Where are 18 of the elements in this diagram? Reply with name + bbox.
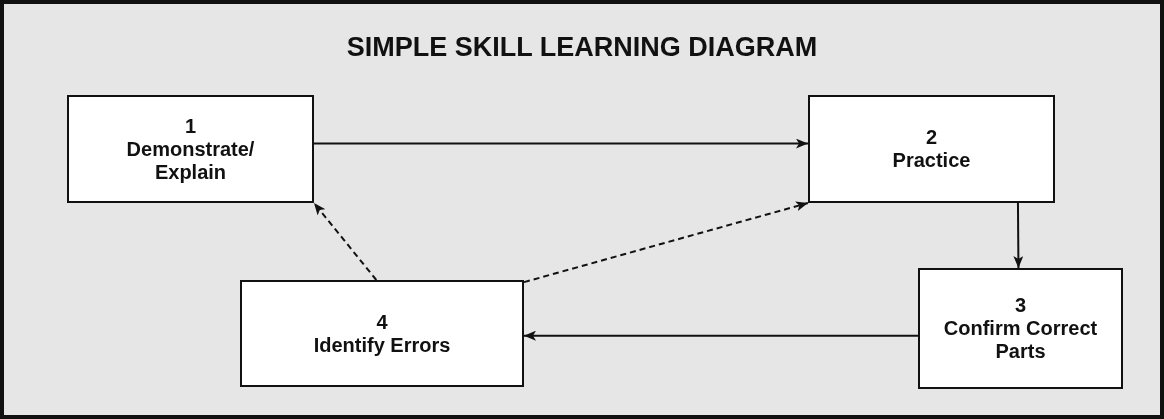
step-label: Practice <box>892 149 971 172</box>
step-number: 1 <box>184 114 197 138</box>
arrow <box>523 330 919 341</box>
step-box <box>808 95 1055 203</box>
dashed-arrow <box>313 202 378 281</box>
arrow <box>1013 202 1024 269</box>
step-box <box>918 268 1123 389</box>
step-number: 3 <box>1014 294 1027 317</box>
step-box <box>240 280 524 387</box>
step-number: 2 <box>925 126 938 149</box>
step-box <box>67 95 314 203</box>
diagram-title: SIMPLE SKILL LEARNING DIAGRAM <box>345 32 819 63</box>
dashed-arrow <box>523 201 809 284</box>
arrow <box>313 138 809 149</box>
step-label: Confirm Correct Parts <box>942 317 1099 363</box>
step-label: Identify Errors <box>313 333 451 357</box>
step-label: Demonstrate/ Explain <box>125 137 256 184</box>
step-number: 4 <box>376 310 388 334</box>
